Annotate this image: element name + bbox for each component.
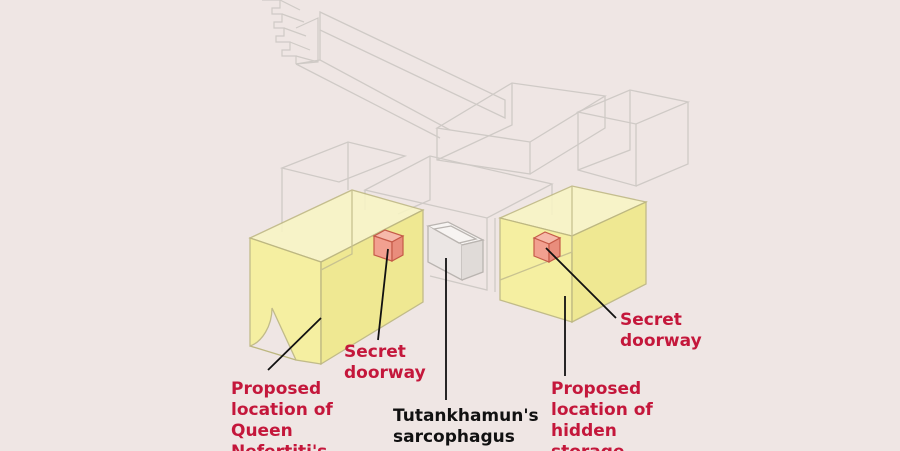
leader-nefertiti — [267, 317, 322, 371]
label-nefertiti-location: Proposed location of Queen Nefertiti's — [231, 379, 333, 451]
label-hidden-storage: Proposed location of hidden storage — [551, 379, 653, 451]
annex-room — [575, 89, 691, 187]
leader-secret-door-right — [545, 247, 617, 319]
antechamber — [435, 82, 607, 175]
label-sarcophagus: Tutankhamun's sarcophagus — [393, 406, 539, 447]
entrance-corridor — [295, 10, 506, 139]
staircase — [262, 0, 319, 65]
left-back-room — [279, 141, 408, 232]
label-secret-doorway-right: Secret doorway — [620, 310, 702, 351]
secret-door-left — [372, 229, 405, 263]
label-secret-doorway-left: Secret doorway — [344, 342, 426, 383]
nefertiti-chamber — [248, 189, 425, 366]
secret-door-right — [532, 231, 562, 264]
sarcophagus — [426, 221, 485, 282]
leader-lines — [267, 247, 617, 400]
storage-chamber — [498, 185, 649, 324]
leader-secret-door-left — [377, 248, 389, 341]
